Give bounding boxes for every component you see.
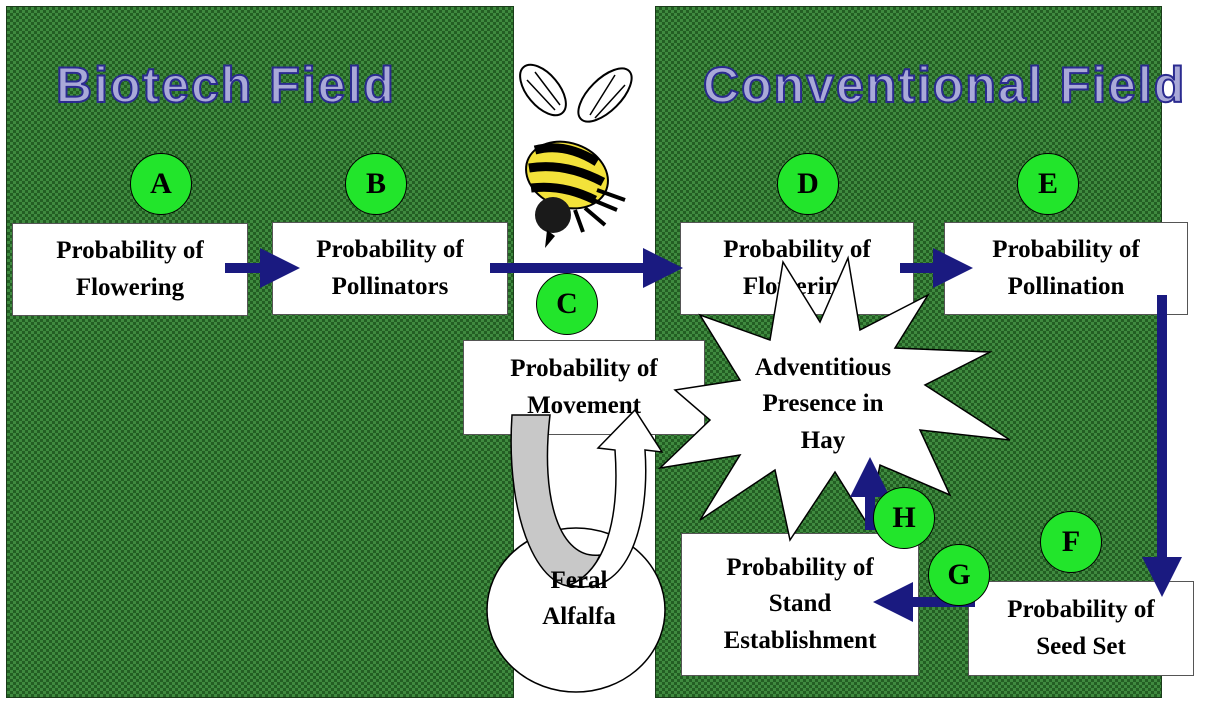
- circle-c: C: [536, 273, 598, 335]
- node-b-box: Probability of Pollinators: [272, 222, 508, 315]
- adventitious-line2: Presence in: [762, 390, 884, 418]
- biotech-field-title: Biotech Field: [55, 56, 396, 114]
- node-a-box: Probability of Flowering: [12, 223, 248, 316]
- node-b-line1: Probability of: [316, 236, 464, 264]
- node-e-line2: Pollination: [1007, 272, 1125, 300]
- circle-b: B: [345, 153, 407, 215]
- node-f-line2: Seed Set: [1036, 632, 1126, 660]
- node-b-line2: Pollinators: [331, 272, 449, 300]
- bee-icon: [519, 63, 633, 248]
- circle-d: D: [777, 153, 839, 215]
- node-g-line2: Stand: [768, 590, 832, 618]
- node-c-line2: Movement: [527, 391, 641, 419]
- node-c-line1: Probability of: [510, 355, 658, 383]
- adventitious-line1: Adventitious: [754, 354, 892, 381]
- adventitious-line3: Hay: [800, 426, 846, 454]
- node-d-line1: Probability of: [723, 236, 871, 264]
- node-c-box: Probability of Movement: [463, 340, 705, 435]
- feral-line2: Alfalfa: [542, 603, 616, 631]
- node-f-line1: Probability of: [1007, 596, 1155, 624]
- conventional-field-title: Conventional Field: [702, 56, 1187, 114]
- node-a-line2: Flowering: [75, 273, 185, 301]
- circle-a: A: [130, 153, 192, 215]
- node-e-box: Probability of Pollination: [944, 222, 1188, 315]
- node-a-line1: Probability of: [56, 237, 204, 265]
- node-g-line1: Probability of: [726, 554, 874, 582]
- biotech-field-panel: [6, 6, 514, 698]
- feral-alfalfa-label: Feral Alfalfa: [520, 563, 638, 636]
- node-e-line1: Probability of: [992, 236, 1140, 264]
- movement-up-arrow: [567, 408, 664, 588]
- feral-line1: Feral: [550, 567, 608, 594]
- node-g-line3: Establishment: [723, 626, 877, 654]
- adventitious-label: Adventitious Presence in Hay: [708, 350, 938, 459]
- circle-f: F: [1040, 511, 1102, 573]
- circle-h: H: [873, 487, 935, 549]
- circle-g: G: [928, 544, 990, 606]
- circle-e: E: [1017, 153, 1079, 215]
